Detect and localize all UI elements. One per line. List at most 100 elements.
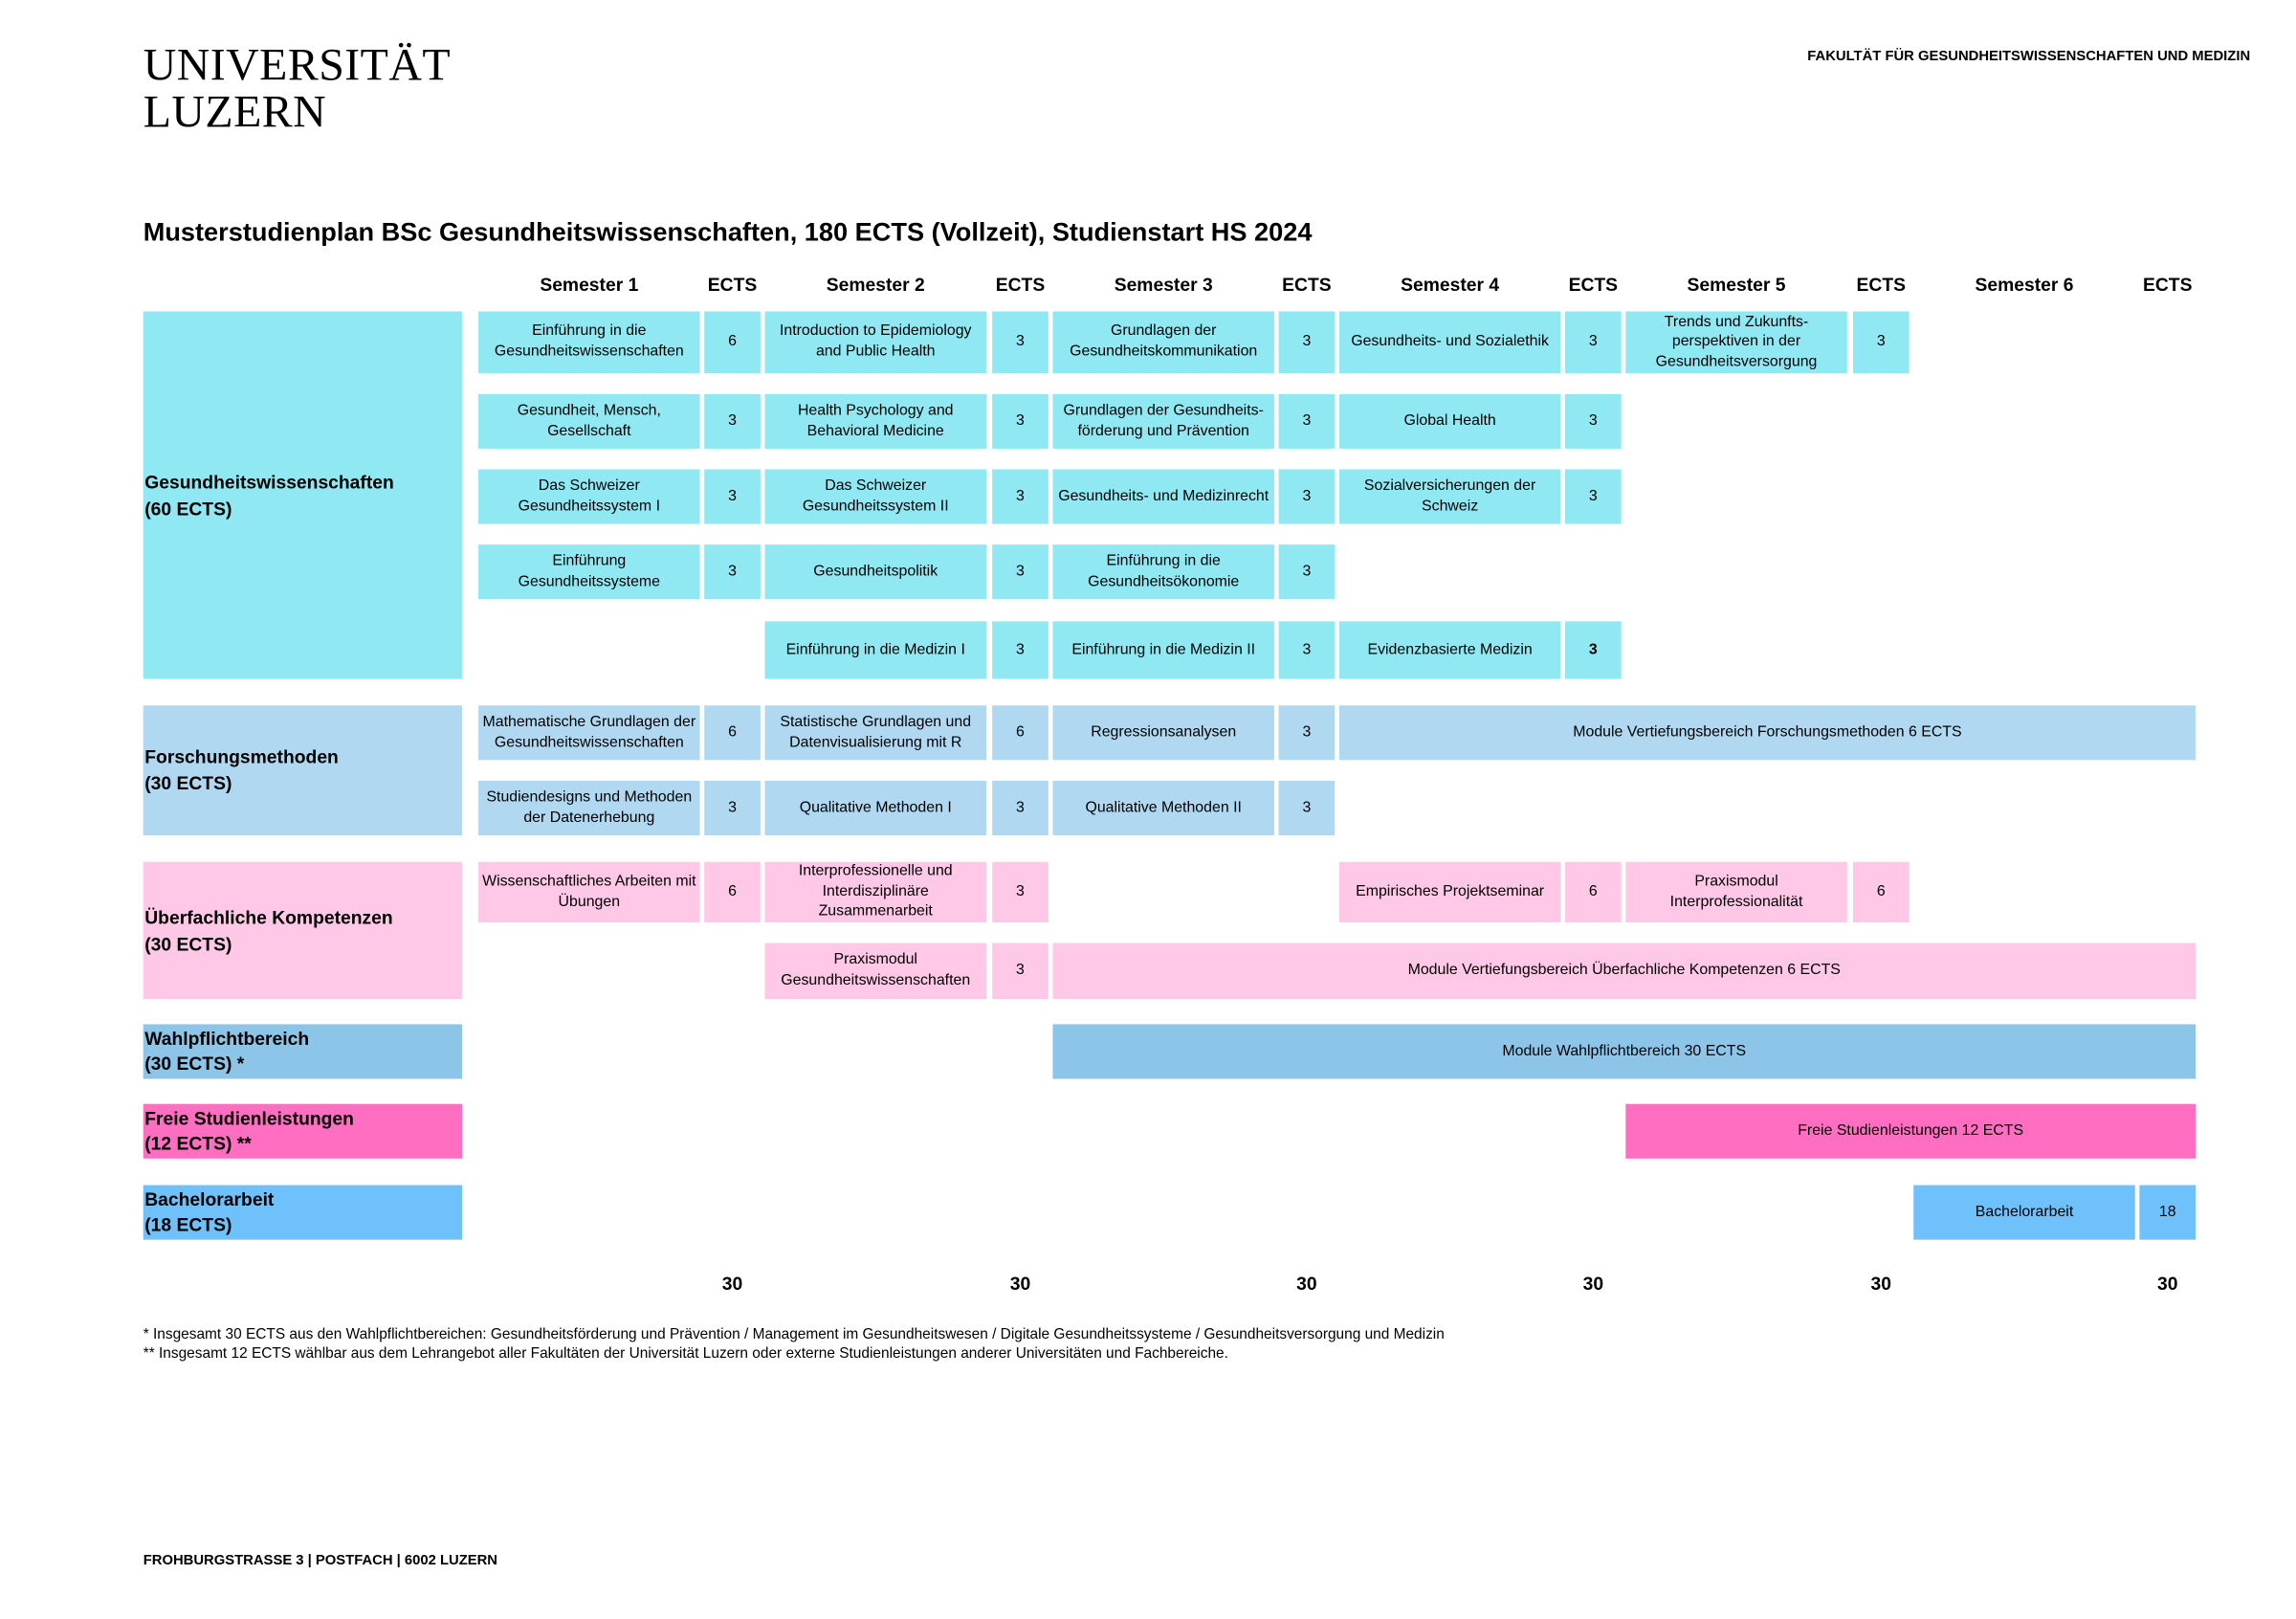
- module-name: Praxismodul Gesundheitswissenschaften: [764, 943, 986, 1000]
- module-name: Gesundheitspolitik: [764, 544, 986, 600]
- module-ects: 3: [1565, 311, 1622, 374]
- category-freie-studienleistungen: Freie Studienleistungen (12 ECTS) **: [143, 1103, 463, 1159]
- module-ects: 3: [704, 469, 761, 524]
- module-ects: 6: [704, 705, 761, 761]
- module-name: Grundlagen der Gesundheits-förderung und…: [1052, 393, 1274, 449]
- module-span: Freie Studienleistungen 12 ECTS: [1625, 1103, 2197, 1159]
- module-name: Introduction to Epidemiology and Public …: [764, 311, 986, 374]
- module-name: Empirisches Projektseminar: [1338, 861, 1561, 922]
- module-name: Einführung in die Medizin I: [764, 621, 986, 679]
- module-ects: 3: [1278, 621, 1336, 679]
- category-label: Freie Studienleistungen: [144, 1107, 354, 1129]
- ects-header: ECTS: [1282, 274, 1332, 296]
- module-name: Trends und Zukunfts-perspektiven in der …: [1625, 311, 1847, 374]
- module-ects: 3: [704, 393, 761, 449]
- module-ects: 3: [1565, 393, 1622, 449]
- semester-4-total-ects: 30: [1582, 1274, 1604, 1295]
- module-ects: 6: [704, 861, 761, 922]
- module-name: Interprofessionelle und Interdisziplinär…: [764, 861, 986, 922]
- ects-header: ECTS: [2142, 274, 2193, 296]
- category-label: Wahlpflichtbereich: [144, 1028, 310, 1049]
- category-ects: (30 ECTS): [144, 773, 232, 794]
- module-name: Einführung in die Gesundheitswissenschaf…: [478, 311, 700, 374]
- page-title: Musterstudienplan BSc Gesundheitswissens…: [143, 216, 1313, 247]
- logo-line-2: LUZERN: [143, 85, 327, 138]
- category-wahlpflichtbereich: Wahlpflichtbereich (30 ECTS) *: [143, 1024, 463, 1079]
- module-name: Grundlagen der Gesundheitskommunikation: [1052, 311, 1274, 374]
- module-name: Gesundheit, Mensch, Gesellschaft: [478, 393, 700, 449]
- category-ects: (12 ECTS) **: [144, 1132, 252, 1154]
- module-ects: 3: [992, 393, 1049, 449]
- module-ects: 3: [992, 621, 1049, 679]
- module-ects: 6: [992, 705, 1049, 761]
- logo-line-1: UNIVERSITÄT: [143, 38, 452, 91]
- module-ects: 18: [2139, 1185, 2197, 1240]
- footer-address: FROHBURGSTRASSE 3 | POSTFACH | 6002 LUZE…: [143, 1552, 498, 1569]
- semester-2-header: Semester 2: [826, 274, 925, 296]
- ects-header: ECTS: [1856, 274, 1907, 296]
- category-label: Gesundheitswissenschaften: [144, 471, 394, 493]
- module-name: Einführung in die Gesundheitsökonomie: [1052, 544, 1274, 600]
- ects-header: ECTS: [1568, 274, 1619, 296]
- module-name: Wissenschaftliches Arbeiten mit Übungen: [478, 861, 700, 922]
- semester-6-header: Semester 6: [1975, 274, 2074, 296]
- module-ects: 3: [1278, 705, 1336, 761]
- module-ects: 3: [1278, 311, 1336, 374]
- category-label: Bachelorarbeit: [144, 1188, 275, 1209]
- module-name: Das Schweizer Gesundheitssystem II: [764, 469, 986, 524]
- module-name: Qualitative Methoden I: [764, 780, 986, 835]
- module-ects: 3: [992, 861, 1049, 922]
- module-ects: 3: [1565, 469, 1622, 524]
- category-bachelorarbeit: Bachelorarbeit (18 ECTS): [143, 1185, 463, 1240]
- module-name: Global Health: [1338, 393, 1561, 449]
- university-logo: UNIVERSITÄT LUZERN: [143, 38, 452, 138]
- module-ects: 3: [992, 544, 1049, 600]
- category-ects: (30 ECTS): [144, 933, 232, 955]
- module-span: Module Wahlpflichtbereich 30 ECTS: [1052, 1024, 2197, 1079]
- module-ects: 3: [992, 943, 1049, 1000]
- category-label: Überfachliche Kompetenzen: [144, 906, 393, 928]
- footnote-wahlpflicht: * Insgesamt 30 ECTS aus den Wahlpflichtb…: [143, 1326, 1445, 1343]
- semester-2-total-ects: 30: [1009, 1274, 1031, 1295]
- module-span: Module Vertiefungsbereich Forschungsmeth…: [1338, 705, 2197, 761]
- module-name: Regressionsanalysen: [1052, 705, 1274, 761]
- module-name: Einführung in die Medizin II: [1052, 621, 1274, 679]
- footnote-freie-studienleistungen: ** Insgesamt 12 ECTS wählbar aus dem Leh…: [143, 1345, 1228, 1363]
- semester-5-header: Semester 5: [1687, 274, 1786, 296]
- category-label: Forschungsmethoden: [144, 746, 339, 768]
- semester-1-header: Semester 1: [540, 274, 639, 296]
- module-ects: 3: [992, 469, 1049, 524]
- semester-3-header: Semester 3: [1114, 274, 1213, 296]
- module-ects: 3: [992, 780, 1049, 835]
- category-ects: (18 ECTS): [144, 1213, 232, 1235]
- semester-6-total-ects: 30: [2156, 1274, 2178, 1295]
- module-ects: 6: [1852, 861, 1910, 922]
- ects-header: ECTS: [707, 274, 758, 296]
- module-ects: 6: [1565, 861, 1622, 922]
- module-ects: 3: [704, 544, 761, 600]
- module-name: Einführung Gesundheitssysteme: [478, 544, 700, 600]
- module-name: Sozialversicherungen der Schweiz: [1338, 469, 1561, 524]
- category-ects: (60 ECTS): [144, 498, 232, 520]
- module-ects: 3: [1278, 393, 1336, 449]
- ects-header: ECTS: [995, 274, 1046, 296]
- module-name: Bachelorarbeit: [1913, 1185, 2135, 1240]
- module-ects: 3: [992, 311, 1049, 374]
- semester-5-total-ects: 30: [1870, 1274, 1892, 1295]
- module-ects: 3: [1278, 780, 1336, 835]
- module-ects: 3: [1852, 311, 1910, 374]
- module-ects: 3: [704, 780, 761, 835]
- module-span: Module Vertiefungsbereich Überfachliche …: [1052, 943, 2197, 1000]
- module-name: Studiendesigns und Methoden der Datenerh…: [478, 780, 700, 835]
- module-name: Mathematische Grundlagen der Gesundheits…: [478, 705, 700, 761]
- module-name: Evidenzbasierte Medizin: [1338, 621, 1561, 679]
- category-ects: (30 ECTS) *: [144, 1053, 245, 1075]
- faculty-name: FAKULTÄT FÜR GESUNDHEITSWISSENSCHAFTEN U…: [1807, 48, 2251, 65]
- module-name: Das Schweizer Gesundheitssystem I: [478, 469, 700, 524]
- module-name: Gesundheits- und Medizinrecht: [1052, 469, 1274, 524]
- module-name: Health Psychology and Behavioral Medicin…: [764, 393, 986, 449]
- module-ects: 3: [1278, 469, 1336, 524]
- category-forschungsmethoden: Forschungsmethoden (30 ECTS): [143, 705, 463, 835]
- semester-1-total-ects: 30: [721, 1274, 743, 1295]
